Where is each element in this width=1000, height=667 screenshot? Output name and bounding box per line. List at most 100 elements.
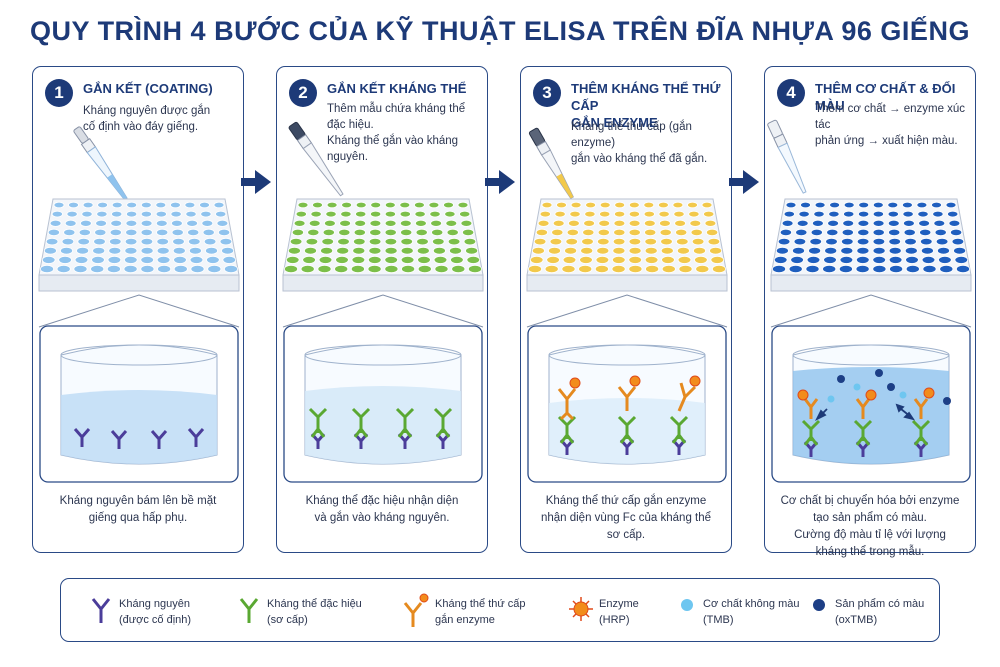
well [939,264,954,274]
well [709,246,723,255]
well [903,228,916,237]
well [384,219,397,227]
well-closeup [39,325,239,483]
well [73,264,88,274]
well [400,237,413,246]
well [809,237,822,246]
well [856,237,870,246]
well [462,228,475,237]
well [528,264,542,274]
well [872,264,887,274]
well [156,228,169,237]
well [335,255,349,264]
well [222,255,237,264]
well [140,237,154,246]
primary-antibody-icon [239,598,259,623]
well [872,228,885,237]
arrow-right-icon [485,170,515,194]
pipette-icon [73,126,128,201]
well [661,255,675,264]
well [53,201,65,209]
well [173,264,188,274]
well [308,219,321,227]
well [414,219,427,227]
well [796,219,809,227]
well [384,255,398,264]
well [417,255,431,264]
well [353,237,366,246]
well [628,201,640,209]
well [701,201,713,209]
step-number: 1 [45,79,73,107]
well [934,228,947,237]
well [947,210,959,218]
well [156,237,169,246]
well [707,237,721,246]
product-icon-group [837,369,951,405]
well [109,228,122,237]
well [58,255,72,264]
well [339,219,351,227]
well [429,210,441,218]
step-caption: Kháng thể thứ cấp gắn enzyme nhận diện v… [540,495,712,541]
primary-antibody-group [801,419,931,446]
well [140,246,154,255]
well [888,237,901,246]
well [594,264,609,274]
well [856,255,870,264]
well [872,246,886,255]
well [872,201,884,209]
well [285,255,300,264]
well [76,246,90,255]
well [450,255,464,264]
well [123,264,138,274]
well [457,201,469,209]
step-caption: Kháng thể đặc hiệu nhận diện và gắn vào … [305,495,459,524]
step-caption: Kháng nguyên bám lên bề mặt giếng qua hấ… [59,495,217,524]
well [463,237,477,246]
well [950,228,963,237]
well [919,228,932,237]
well [106,264,121,274]
well [660,246,674,255]
well [307,228,320,237]
well [825,237,838,246]
arrow-right-icon [241,170,271,194]
well [596,246,610,255]
well [189,255,204,264]
well [710,255,725,264]
step-1-panel: 1 GẮN KẾT (COATING) Kháng nguyên được gắ… [32,66,244,553]
well [902,219,915,227]
well [90,264,105,274]
well [171,228,184,237]
well [612,246,626,255]
well [417,264,432,274]
well [842,219,855,227]
antigen-icon [91,598,111,623]
well [945,201,957,209]
well [125,219,138,227]
well [614,210,626,218]
well [170,219,183,227]
enzyme-icon [569,597,593,621]
well [569,210,581,218]
well [613,228,626,237]
well [184,201,196,209]
well [355,201,367,209]
well [400,228,413,237]
pipette-icon [288,121,344,197]
well [598,219,611,227]
well [78,228,91,237]
well [215,210,227,218]
well-closeup [527,325,727,483]
well [126,210,138,218]
well [579,255,593,264]
well [628,237,642,246]
well [91,255,105,264]
well [565,237,578,246]
well [369,219,382,227]
well [287,246,301,255]
well [188,237,201,246]
well [157,264,172,274]
step-3-panel: 3 THÊM KHÁNG THỂ THỨ CẤP GẮN ENZYME Khán… [520,66,732,553]
